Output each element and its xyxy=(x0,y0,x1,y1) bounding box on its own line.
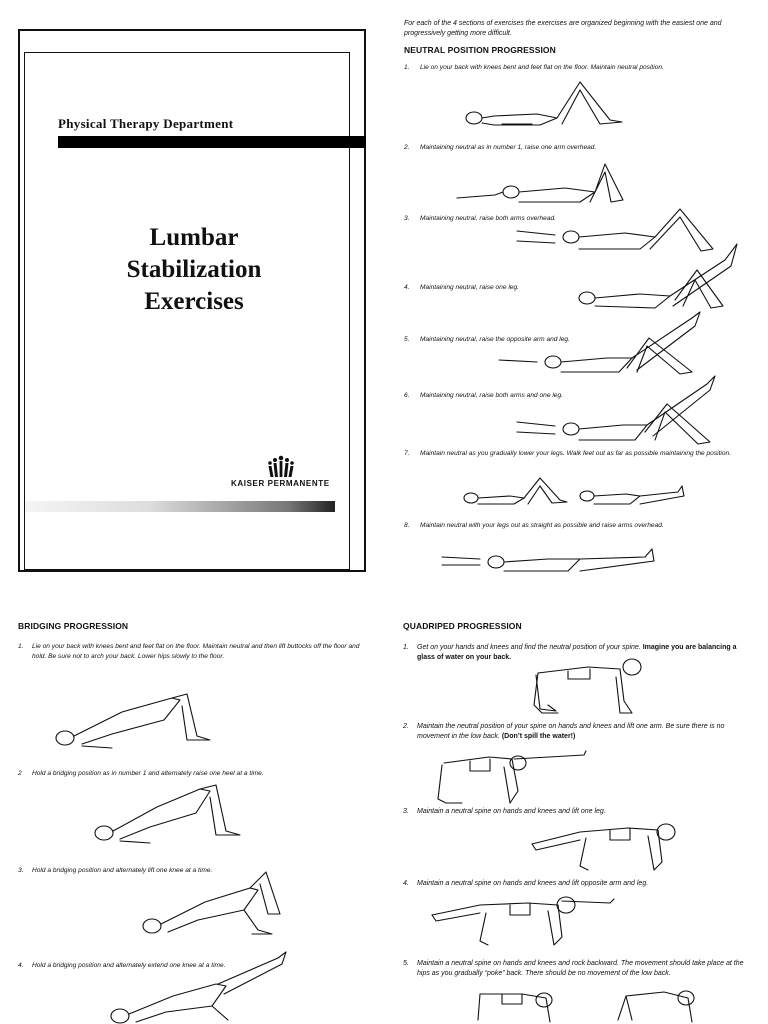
neutral-step-2: 2.Maintaining neutral as in number 1, ra… xyxy=(404,144,597,151)
kaiser-logo-text: KAISER PERMANENTE xyxy=(231,479,330,488)
quadriped-step-3: 3.Maintain a neutral spine on hands and … xyxy=(403,808,606,815)
quadriped-step-2: 2.Maintain the neutral position of your … xyxy=(403,723,725,740)
neutral-figure-7b xyxy=(579,485,685,505)
title-rule xyxy=(58,136,366,148)
quadriped-figure-1 xyxy=(533,658,642,714)
neutral-figure-7a xyxy=(463,477,568,505)
cover-border-outer xyxy=(18,29,366,572)
bridging-figure-3 xyxy=(142,871,281,935)
quadriped-step-5: 5.Maintain a neutral spine on hands and … xyxy=(403,960,744,977)
quadriped-figure-2 xyxy=(437,750,587,804)
neutral-heading: NEUTRAL POSITION PROGRESSION xyxy=(404,45,556,55)
bridging-figure-1 xyxy=(55,693,211,749)
quadriped-step-1: 1.Get on your hands and knees and find t… xyxy=(403,644,737,661)
kaiser-logo-icon xyxy=(268,455,294,477)
title-line-3: Exercises xyxy=(144,288,244,315)
neutral-step-8: 8.Maintain neutral with your legs out as… xyxy=(404,522,664,529)
bridging-step-3: 3.Hold a bridging position and alternate… xyxy=(18,867,213,874)
neutral-step-1: 1.Lie on your back with knees bent and f… xyxy=(404,64,664,71)
bridging-step-4: 4.Hold a bridging position and alternate… xyxy=(18,962,226,969)
bridging-heading: BRIDGING PROGRESSION xyxy=(18,621,129,631)
quadriped-figure-4 xyxy=(431,896,615,946)
neutral-figure-1 xyxy=(465,81,623,126)
neutral-figure-8 xyxy=(441,548,655,572)
neutral-figure-3 xyxy=(516,208,714,252)
cover-title: Lumbar Stabilization Exercises xyxy=(60,222,328,318)
cover-border-inner xyxy=(24,52,350,570)
title-line-2: Stabilization xyxy=(126,256,262,283)
bridging-step-1: 1.Lie on your back with knees bent and f… xyxy=(18,643,360,660)
neutral-figure-5 xyxy=(498,311,701,375)
neutral-step-3: 3.Maintaining neutral, raise both arms o… xyxy=(404,215,556,222)
neutral-step-4: 4.Maintaining neutral, raise one leg. xyxy=(404,284,519,291)
neutral-step-7: 7.Maintain neutral as you gradually lowe… xyxy=(404,450,732,457)
quadriped-step-4: 4.Maintain a neutral spine on hands and … xyxy=(403,880,649,887)
quadriped-figure-5b xyxy=(617,990,695,1023)
quadriped-heading: QUADRIPED PROGRESSION xyxy=(403,621,522,631)
neutral-figure-4 xyxy=(578,243,738,309)
neutral-step-6: 6.Maintaining neutral, raise both arms a… xyxy=(404,392,563,399)
bridging-figure-4 xyxy=(110,951,287,1024)
department-label: Physical Therapy Department xyxy=(58,116,234,131)
neutral-figure-6 xyxy=(516,375,716,445)
quadriped-figure-5a xyxy=(477,992,553,1023)
bridging-figure-2 xyxy=(94,784,241,844)
neutral-figure-2 xyxy=(456,163,624,203)
gradient-bar xyxy=(25,501,335,512)
intro-text: For each of the 4 sections of exercises … xyxy=(404,20,722,37)
neutral-step-5: 5.Maintaining neutral, raise the opposit… xyxy=(404,336,570,343)
quadriped-figure-3 xyxy=(531,823,676,871)
title-line-1: Lumbar xyxy=(149,224,239,251)
